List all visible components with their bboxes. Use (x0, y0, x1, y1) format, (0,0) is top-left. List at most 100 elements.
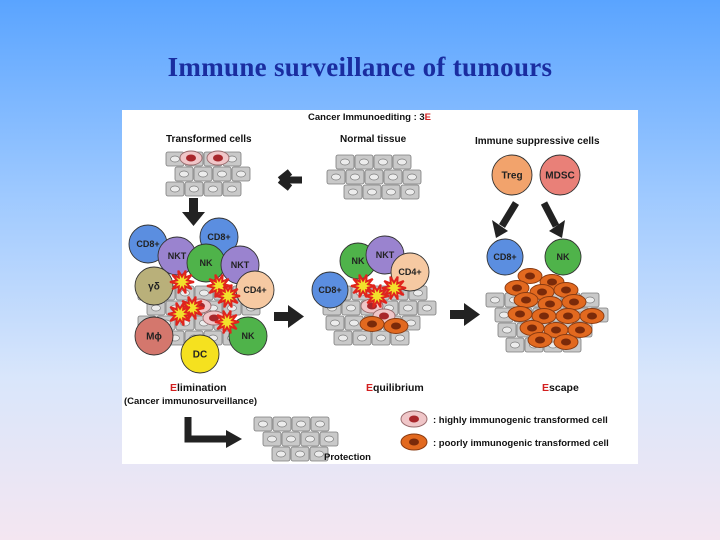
dendritic-cell: DC (180, 334, 220, 374)
arrow-transformed-to-elimination (182, 198, 205, 226)
tissue-nucleus (258, 420, 268, 428)
cd4-cell-elim-label: CD4+ (243, 285, 266, 295)
tissue-nucleus (295, 450, 305, 458)
treg-cell-label: Treg (501, 171, 522, 182)
poorly-immunogenic-cell (579, 308, 605, 324)
tissue-nucleus (510, 341, 520, 349)
tissue-nucleus (376, 334, 386, 342)
normal-tissue-label: Normal tissue (340, 134, 407, 145)
legend-poor-nucleus (409, 438, 419, 446)
arrow-protection (184, 417, 242, 448)
poorly-immunogenic-cell (507, 306, 533, 322)
poorly-immunogenic-cell (561, 294, 587, 310)
legend: : highly immunogenic transformed cell : … (400, 410, 609, 451)
arrow-normal-to-transformed (277, 169, 302, 191)
cd8-cell-escape: CD8+ (486, 238, 524, 276)
tissue-nucleus (179, 170, 189, 178)
tissue-nucleus (357, 334, 367, 342)
tissue-nucleus (314, 450, 324, 458)
figure-header: Cancer Immunoediting : 3E (308, 112, 431, 123)
tissue-nucleus (227, 185, 237, 193)
equilibrium-label: Equilibrium (366, 382, 424, 394)
arrow-elimination-to-equilibrium (274, 305, 304, 328)
poorly-immunogenic-cell (519, 320, 545, 336)
poorly-immunogenic-cell (513, 292, 539, 308)
cytotoxic-burst (215, 284, 241, 308)
nk-cell-elim-bottom: NK (228, 316, 268, 356)
elimination-sublabel: (Cancer immunosurveillance) (124, 396, 257, 407)
legend-high-text: : highly immunogenic transformed cell (433, 415, 608, 426)
cd8-cell-elim-top-label: CD8+ (207, 232, 230, 242)
nkt-cell-elim-label: NKT (168, 251, 187, 261)
protection-tissue (253, 416, 339, 462)
tissue-nucleus (198, 170, 208, 178)
tissue-nucleus (422, 304, 432, 312)
cytotoxic-burst (167, 302, 193, 326)
tissue-nucleus (502, 326, 512, 334)
poorly-immunogenic-cell (553, 334, 579, 350)
tissue-nucleus (413, 289, 423, 297)
macrophage-cell: Mϕ (134, 316, 174, 356)
tissue-nucleus (395, 334, 405, 342)
cd8-cell-elim-left-label: CD8+ (136, 239, 159, 249)
poorly-immunogenic-cell (359, 316, 385, 332)
immunoediting-figure: Cancer Immunoediting : 3E Transformed ce… (122, 110, 638, 464)
cytotoxic-burst (364, 284, 390, 308)
protection-label: Protection (324, 452, 371, 463)
cd4-cell-equil-label: CD4+ (398, 267, 421, 277)
normal-tissue-block (326, 154, 422, 200)
tissue-nucleus (405, 188, 415, 196)
cytotoxic-burst (214, 310, 240, 334)
tissue-nucleus (170, 185, 180, 193)
cytotoxic-burst (381, 276, 407, 300)
tissue-nucleus (330, 319, 340, 327)
tissue-nucleus (386, 188, 396, 196)
tissue-nucleus (378, 158, 388, 166)
tissue-nucleus (350, 173, 360, 181)
tissue-nucleus (277, 420, 287, 428)
gamma-delta-cell: γδ (134, 266, 174, 306)
treg-cell: Treg (491, 154, 533, 196)
nk-cell-escape: NK (544, 238, 582, 276)
arrow-mdsc-to-nk (540, 201, 565, 238)
transformed-cells-label: Transformed cells (166, 134, 252, 145)
tissue-nucleus (359, 158, 369, 166)
cd8-cell-equil: CD8+ (311, 271, 349, 309)
tissue-nucleus (349, 319, 359, 327)
tissue-nucleus (340, 158, 350, 166)
tissue-nucleus (490, 296, 500, 304)
poorly-immunogenic-cell (543, 322, 569, 338)
poorly-immunogenic-cell (383, 318, 409, 334)
cytotoxic-burst (350, 274, 376, 298)
poorly-immunogenic-cell (553, 282, 579, 298)
highly-immunogenic-cell (206, 150, 230, 166)
cd8-cell-equil-label: CD8+ (318, 285, 341, 295)
legend-high-nucleus (409, 415, 419, 423)
nk-cell-elim: NK (186, 243, 226, 283)
cytotoxic-burst (169, 270, 195, 294)
tissue-nucleus (189, 185, 199, 193)
tissue-nucleus (348, 188, 358, 196)
nk-cell-elim-bottom-label: NK (242, 331, 255, 341)
tissue-nucleus (296, 420, 306, 428)
immune-suppressive-cells-label: Immune suppressive cells (475, 136, 600, 147)
tissue-nucleus (217, 170, 227, 178)
nk-cell-elim-label: NK (200, 258, 213, 268)
slide-title: Immune surveillance of tumours (167, 52, 553, 82)
tissue-nucleus (324, 435, 334, 443)
poorly-immunogenic-cell (527, 332, 553, 348)
tissue-nucleus (331, 173, 341, 181)
tissue-nucleus (338, 334, 348, 342)
tissue-nucleus (346, 304, 356, 312)
nk-cell-equil-label: NK (352, 256, 365, 266)
tissue-nucleus (315, 420, 325, 428)
tissue-nucleus (367, 188, 377, 196)
tissue-nucleus (267, 435, 277, 443)
arrow-equilibrium-to-escape (450, 303, 480, 326)
macrophage-cell-label: Mϕ (146, 332, 162, 343)
tissue-nucleus (369, 173, 379, 181)
elimination-label: Elimination (170, 382, 227, 394)
poorly-immunogenic-cell (555, 308, 581, 324)
tissue-nucleus (286, 435, 296, 443)
tissue-nucleus (170, 155, 180, 163)
